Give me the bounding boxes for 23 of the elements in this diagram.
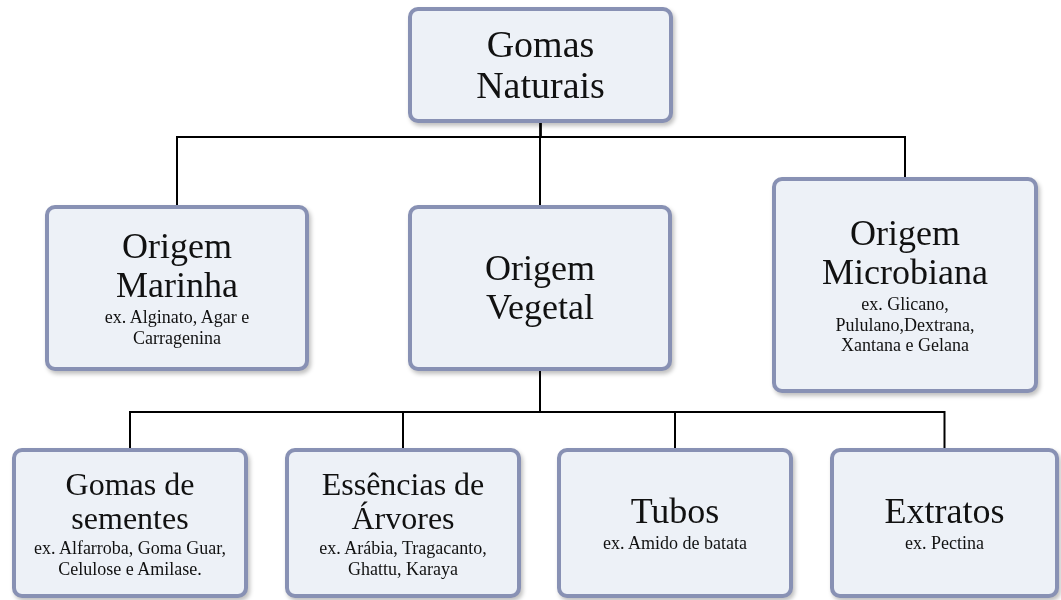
category-title: Origem Marinha xyxy=(115,227,239,306)
category-title: Extratos xyxy=(884,492,1005,532)
category-title: Origem Microbiana xyxy=(821,214,989,292)
connector-line xyxy=(539,122,906,178)
example-text: ex. Pectina xyxy=(905,533,984,554)
example-text: ex. Glicano, Pululano,Dextrana, Xantana e Gelana xyxy=(834,293,976,356)
category-box xyxy=(45,205,309,371)
example-text: ex. Amido de batata xyxy=(603,533,747,554)
example-text: ex. Arábia, Tragacanto, Ghattu, Karaya xyxy=(318,537,488,580)
category-title: Gomas de sementes xyxy=(64,466,196,536)
category-title: Essências de Árvores xyxy=(320,466,486,536)
example-text: ex. Alfarroba, Goma Guar, Celulose e Amilase. xyxy=(32,537,228,580)
category-box xyxy=(285,448,521,598)
category-box xyxy=(408,7,673,123)
category-title: Origem Vegetal xyxy=(484,249,596,327)
category-title: Gomas Naturais xyxy=(475,23,606,107)
category-box xyxy=(12,448,248,598)
category-title: Tubos xyxy=(630,492,720,532)
category-box xyxy=(830,448,1059,598)
category-box xyxy=(408,205,672,371)
category-box xyxy=(557,448,793,598)
example-text: ex. Alginato, Agar e Carragenina xyxy=(103,307,251,349)
category-box xyxy=(772,177,1038,393)
